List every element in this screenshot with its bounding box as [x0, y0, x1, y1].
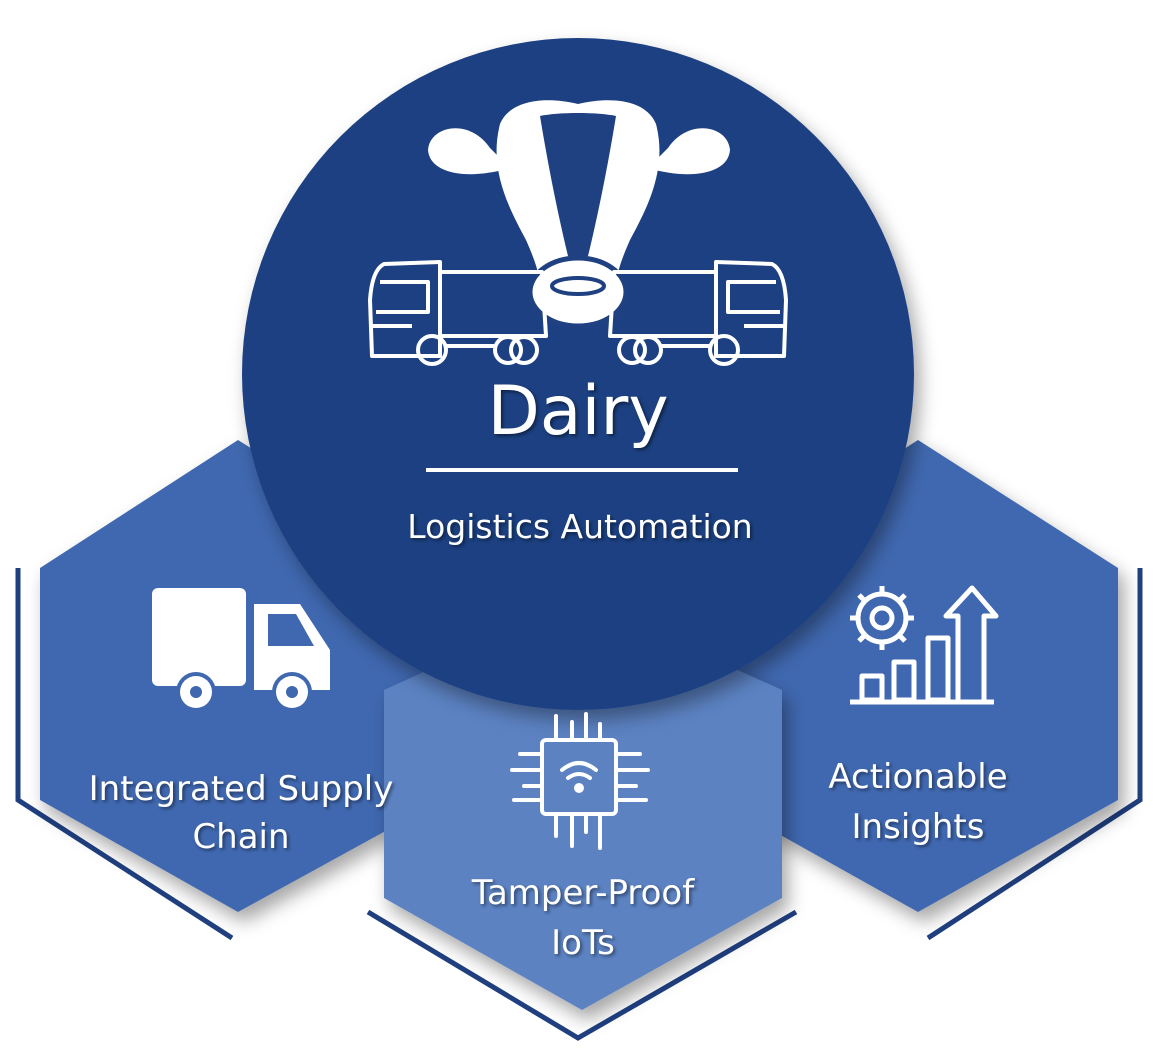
node-label-tamper-proof-iots: Tamper-Proof IoTs [384, 868, 782, 968]
hub-title: Dairy [487, 372, 669, 451]
node-label-line: Chain [192, 817, 290, 857]
node-label-actionable-insights: Actionable Insights [718, 752, 1118, 852]
node-label-line: Integrated Supply [88, 769, 394, 809]
hub-subtitle: Logistics Automation [407, 507, 753, 546]
node-label-line: Tamper-Proof [471, 873, 695, 913]
hub-circle [242, 38, 914, 710]
node-label-line: IoTs [551, 923, 615, 963]
cow-head-with-trucks-icon [368, 100, 788, 366]
delivery-truck-icon [152, 588, 330, 712]
node-label-line: Actionable [828, 757, 1008, 797]
hex-outline-strokes [15, 568, 1143, 1041]
iot-chip-wifi-icon [510, 712, 650, 850]
hex-tamper-proof-iots [384, 600, 782, 1010]
node-label-integrated-supply-chain: Integrated Supply Chain [40, 765, 442, 861]
gear-growth-chart-icon [850, 585, 999, 705]
node-label-line: Insights [851, 807, 985, 847]
